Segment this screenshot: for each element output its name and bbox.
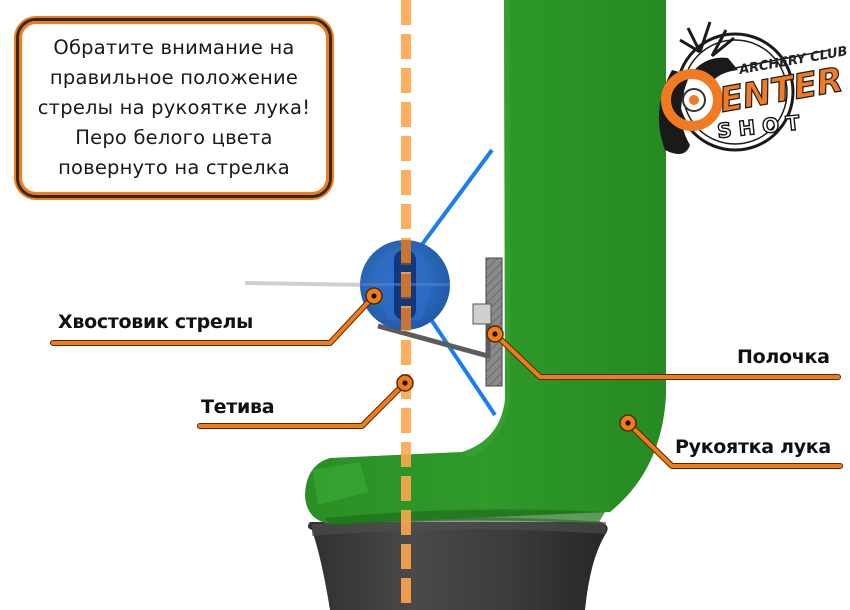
arrow-rest: [377, 257, 503, 387]
note-line: повернуто на стрелка: [58, 156, 290, 179]
note-line: стрелы на рукоятке лука!: [37, 96, 311, 119]
instruction-note: Обратите внимание на правильное положени…: [16, 18, 332, 198]
leader-rest: [486, 325, 841, 380]
label-nock: Хвостовик стрелы: [58, 311, 253, 333]
note-line: Перо белого цвета: [75, 126, 273, 149]
label-grip: Рукоятка лука: [675, 436, 831, 458]
arrow-shaft: [244, 281, 371, 287]
bow-riser: [305, 0, 666, 526]
leader-nock: [50, 287, 383, 346]
vane-lower: [428, 316, 497, 417]
vane-upper: [410, 148, 494, 260]
center-shot-logo: [658, 21, 831, 154]
leader-string: [197, 374, 414, 429]
label-string: Тетива: [201, 396, 275, 418]
leader-grip: [619, 414, 843, 469]
note-line: Обратите внимание на: [53, 36, 295, 59]
note-line: правильное положение: [49, 66, 299, 89]
label-rest: Полочка: [737, 346, 830, 368]
